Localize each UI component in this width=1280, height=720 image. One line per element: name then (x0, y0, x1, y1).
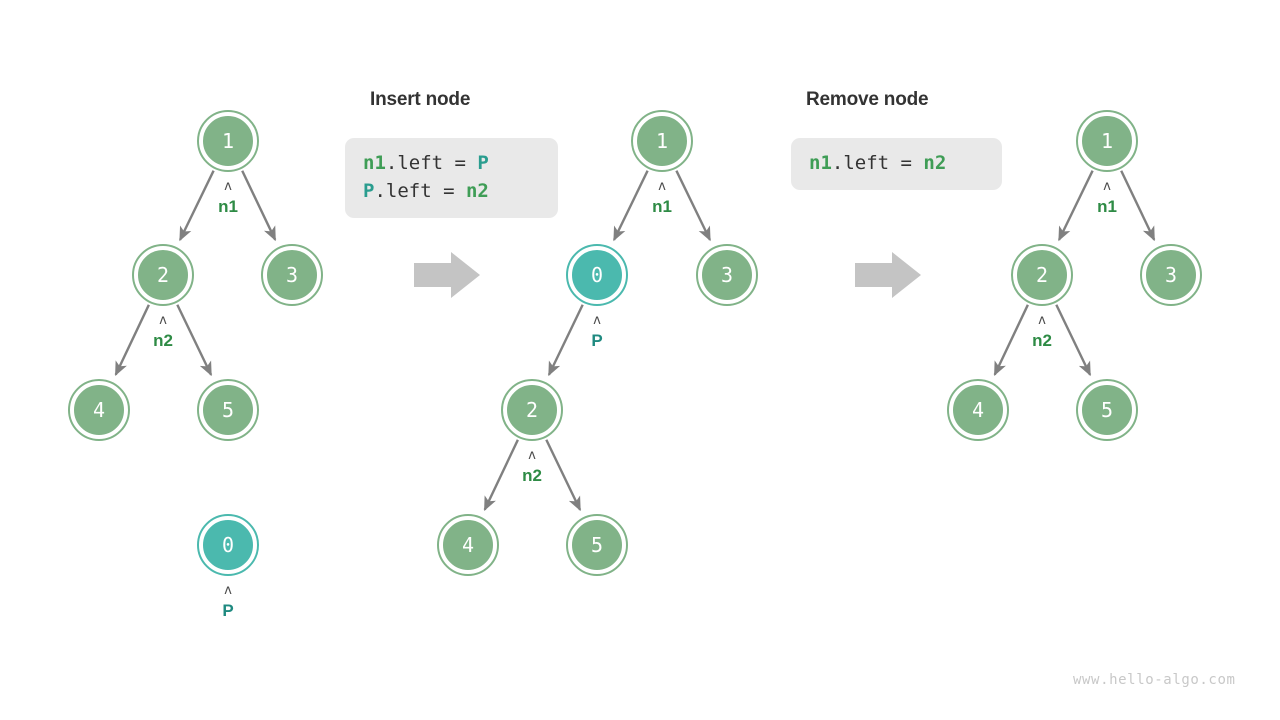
node-value: 0 (590, 263, 604, 287)
tree-node[interactable]: 4 (947, 379, 1009, 441)
tree-node[interactable]: 1 (197, 110, 259, 172)
code-token-op: .left = (385, 152, 478, 174)
tree-node[interactable]: 3 (261, 244, 323, 306)
code-token-ptr: P (477, 152, 489, 174)
pointer-name: n1 (1097, 197, 1117, 216)
tree-node[interactable]: 5 (197, 379, 259, 441)
pointer-name: P (222, 601, 234, 620)
tree-node[interactable]: 1 (1076, 110, 1138, 172)
tree-node[interactable]: 5 (1076, 379, 1138, 441)
node-value: 1 (221, 129, 235, 153)
tree-node[interactable]: 2 (501, 379, 563, 441)
node-value: 2 (156, 263, 170, 287)
pointer-label-n1: ʌ n1 (1097, 179, 1117, 216)
code-line: P.left = n2 (363, 177, 540, 205)
node-value: 5 (590, 533, 604, 557)
pointer-label-n1: ʌ n1 (218, 179, 238, 216)
pointer-name: n2 (522, 466, 542, 485)
pointer-name: n2 (1032, 331, 1052, 350)
node-value: 4 (971, 398, 985, 422)
node-value: 2 (1035, 263, 1049, 287)
caret-up-icon: ʌ (1038, 313, 1046, 328)
code-token-op: .left = (831, 152, 924, 174)
tree-node[interactable]: 2 (132, 244, 194, 306)
node-value: 0 (221, 533, 235, 557)
pointer-label-n1: ʌ n1 (652, 179, 672, 216)
caret-up-icon: ʌ (593, 313, 601, 328)
pointer-label-n2: ʌ n2 (1032, 313, 1052, 350)
node-value: 3 (1164, 263, 1178, 287)
watermark: www.hello-algo.com (1073, 672, 1236, 688)
node-value: 3 (720, 263, 734, 287)
caret-up-icon: ʌ (224, 179, 232, 194)
pointer-name: n1 (218, 197, 238, 216)
caret-up-icon: ʌ (658, 179, 666, 194)
node-value: 1 (1100, 129, 1114, 153)
code-token-var: n1 (363, 152, 386, 174)
tree-node[interactable]: 3 (696, 244, 758, 306)
caret-up-icon: ʌ (224, 583, 232, 598)
tree-node[interactable]: 3 (1140, 244, 1202, 306)
code-token-var: n2 (465, 180, 489, 203)
node-value: 5 (1100, 398, 1114, 422)
code-token-ptr: P (363, 180, 375, 203)
pointer-name: n1 (652, 197, 672, 216)
tree-node[interactable]: 1 (631, 110, 693, 172)
tree-node[interactable]: 4 (68, 379, 130, 441)
code-token-var: n1 (809, 152, 832, 174)
pointer-name: n2 (153, 331, 173, 350)
code-line: n1.left = P (363, 149, 540, 177)
code-box-remove: n1.left = n2 (791, 138, 1002, 191)
node-value: 2 (525, 398, 539, 422)
tree-node[interactable]: 5 (566, 514, 628, 576)
node-value: 4 (92, 398, 106, 422)
code-line: n1.left = n2 (809, 149, 984, 177)
node-value: 4 (461, 533, 475, 557)
node-value: 1 (655, 129, 669, 153)
tree-node[interactable]: 4 (437, 514, 499, 576)
node-value: 3 (285, 263, 299, 287)
code-token-op: .left = (374, 180, 466, 203)
caret-up-icon: ʌ (528, 448, 536, 463)
pointer-name: P (591, 331, 603, 350)
tree-node[interactable]: 0 (566, 244, 628, 306)
node-value: 5 (221, 398, 235, 422)
tree-node[interactable]: 0 (197, 514, 259, 576)
section-title-remove: Remove node (806, 89, 929, 110)
code-token-var: n2 (923, 152, 947, 174)
tree-node[interactable]: 2 (1011, 244, 1073, 306)
section-title-insert: Insert node (370, 89, 471, 110)
pointer-label-n2: ʌ n2 (153, 313, 173, 350)
caret-up-icon: ʌ (1103, 179, 1111, 194)
pointer-label-n2: ʌ n2 (522, 448, 542, 485)
caret-up-icon: ʌ (159, 313, 167, 328)
